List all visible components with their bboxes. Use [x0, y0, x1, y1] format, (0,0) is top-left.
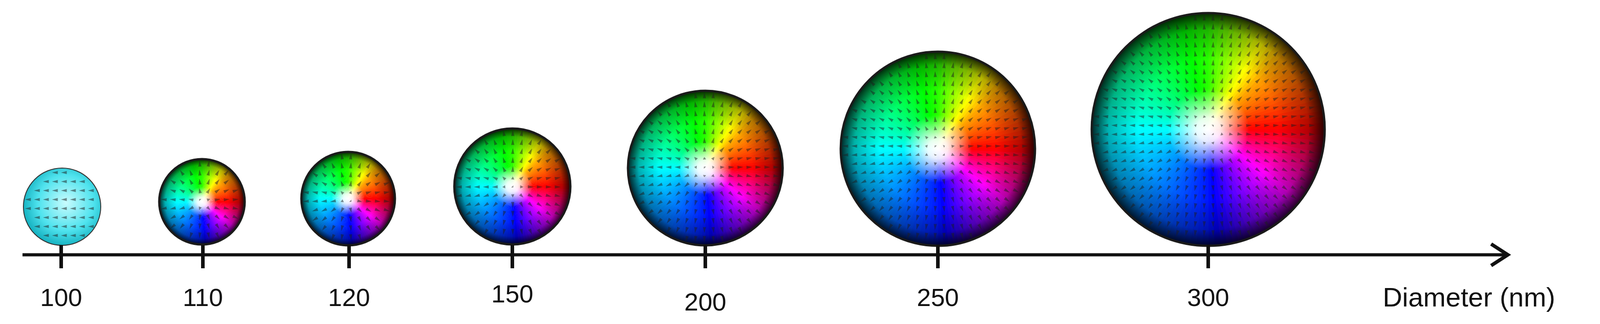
sphere-outline — [159, 159, 245, 245]
tick-label: 250 — [916, 285, 959, 311]
magnetic-sphere — [300, 151, 396, 247]
tick-label: 200 — [684, 289, 727, 315]
axis-title: Diameter (nm) — [1382, 284, 1556, 312]
magnetic-sphere — [453, 127, 572, 246]
sphere-outline — [23, 168, 101, 246]
tick-label: 300 — [1187, 285, 1229, 311]
axis-arrowhead — [1491, 244, 1508, 266]
sphere-outline — [840, 51, 1036, 247]
sphere-outline — [1091, 13, 1325, 247]
tick-label: 120 — [327, 285, 370, 311]
magnetic-sphere — [1090, 12, 1326, 247]
magnetic-sphere — [158, 158, 246, 246]
sphere-outline — [627, 90, 783, 246]
tick-label: 100 — [40, 285, 82, 311]
sphere-outline — [454, 128, 571, 245]
axis-ticks — [61, 245, 1209, 269]
sphere-outline — [301, 152, 395, 246]
axis — [22, 244, 1508, 269]
magnetic-sphere — [627, 89, 784, 247]
magnetic-sphere — [839, 50, 1036, 247]
axis-line — [22, 253, 1507, 257]
tick-label: 110 — [182, 285, 223, 311]
tick-label: 150 — [491, 281, 534, 307]
magnetic-sphere — [23, 168, 101, 246]
